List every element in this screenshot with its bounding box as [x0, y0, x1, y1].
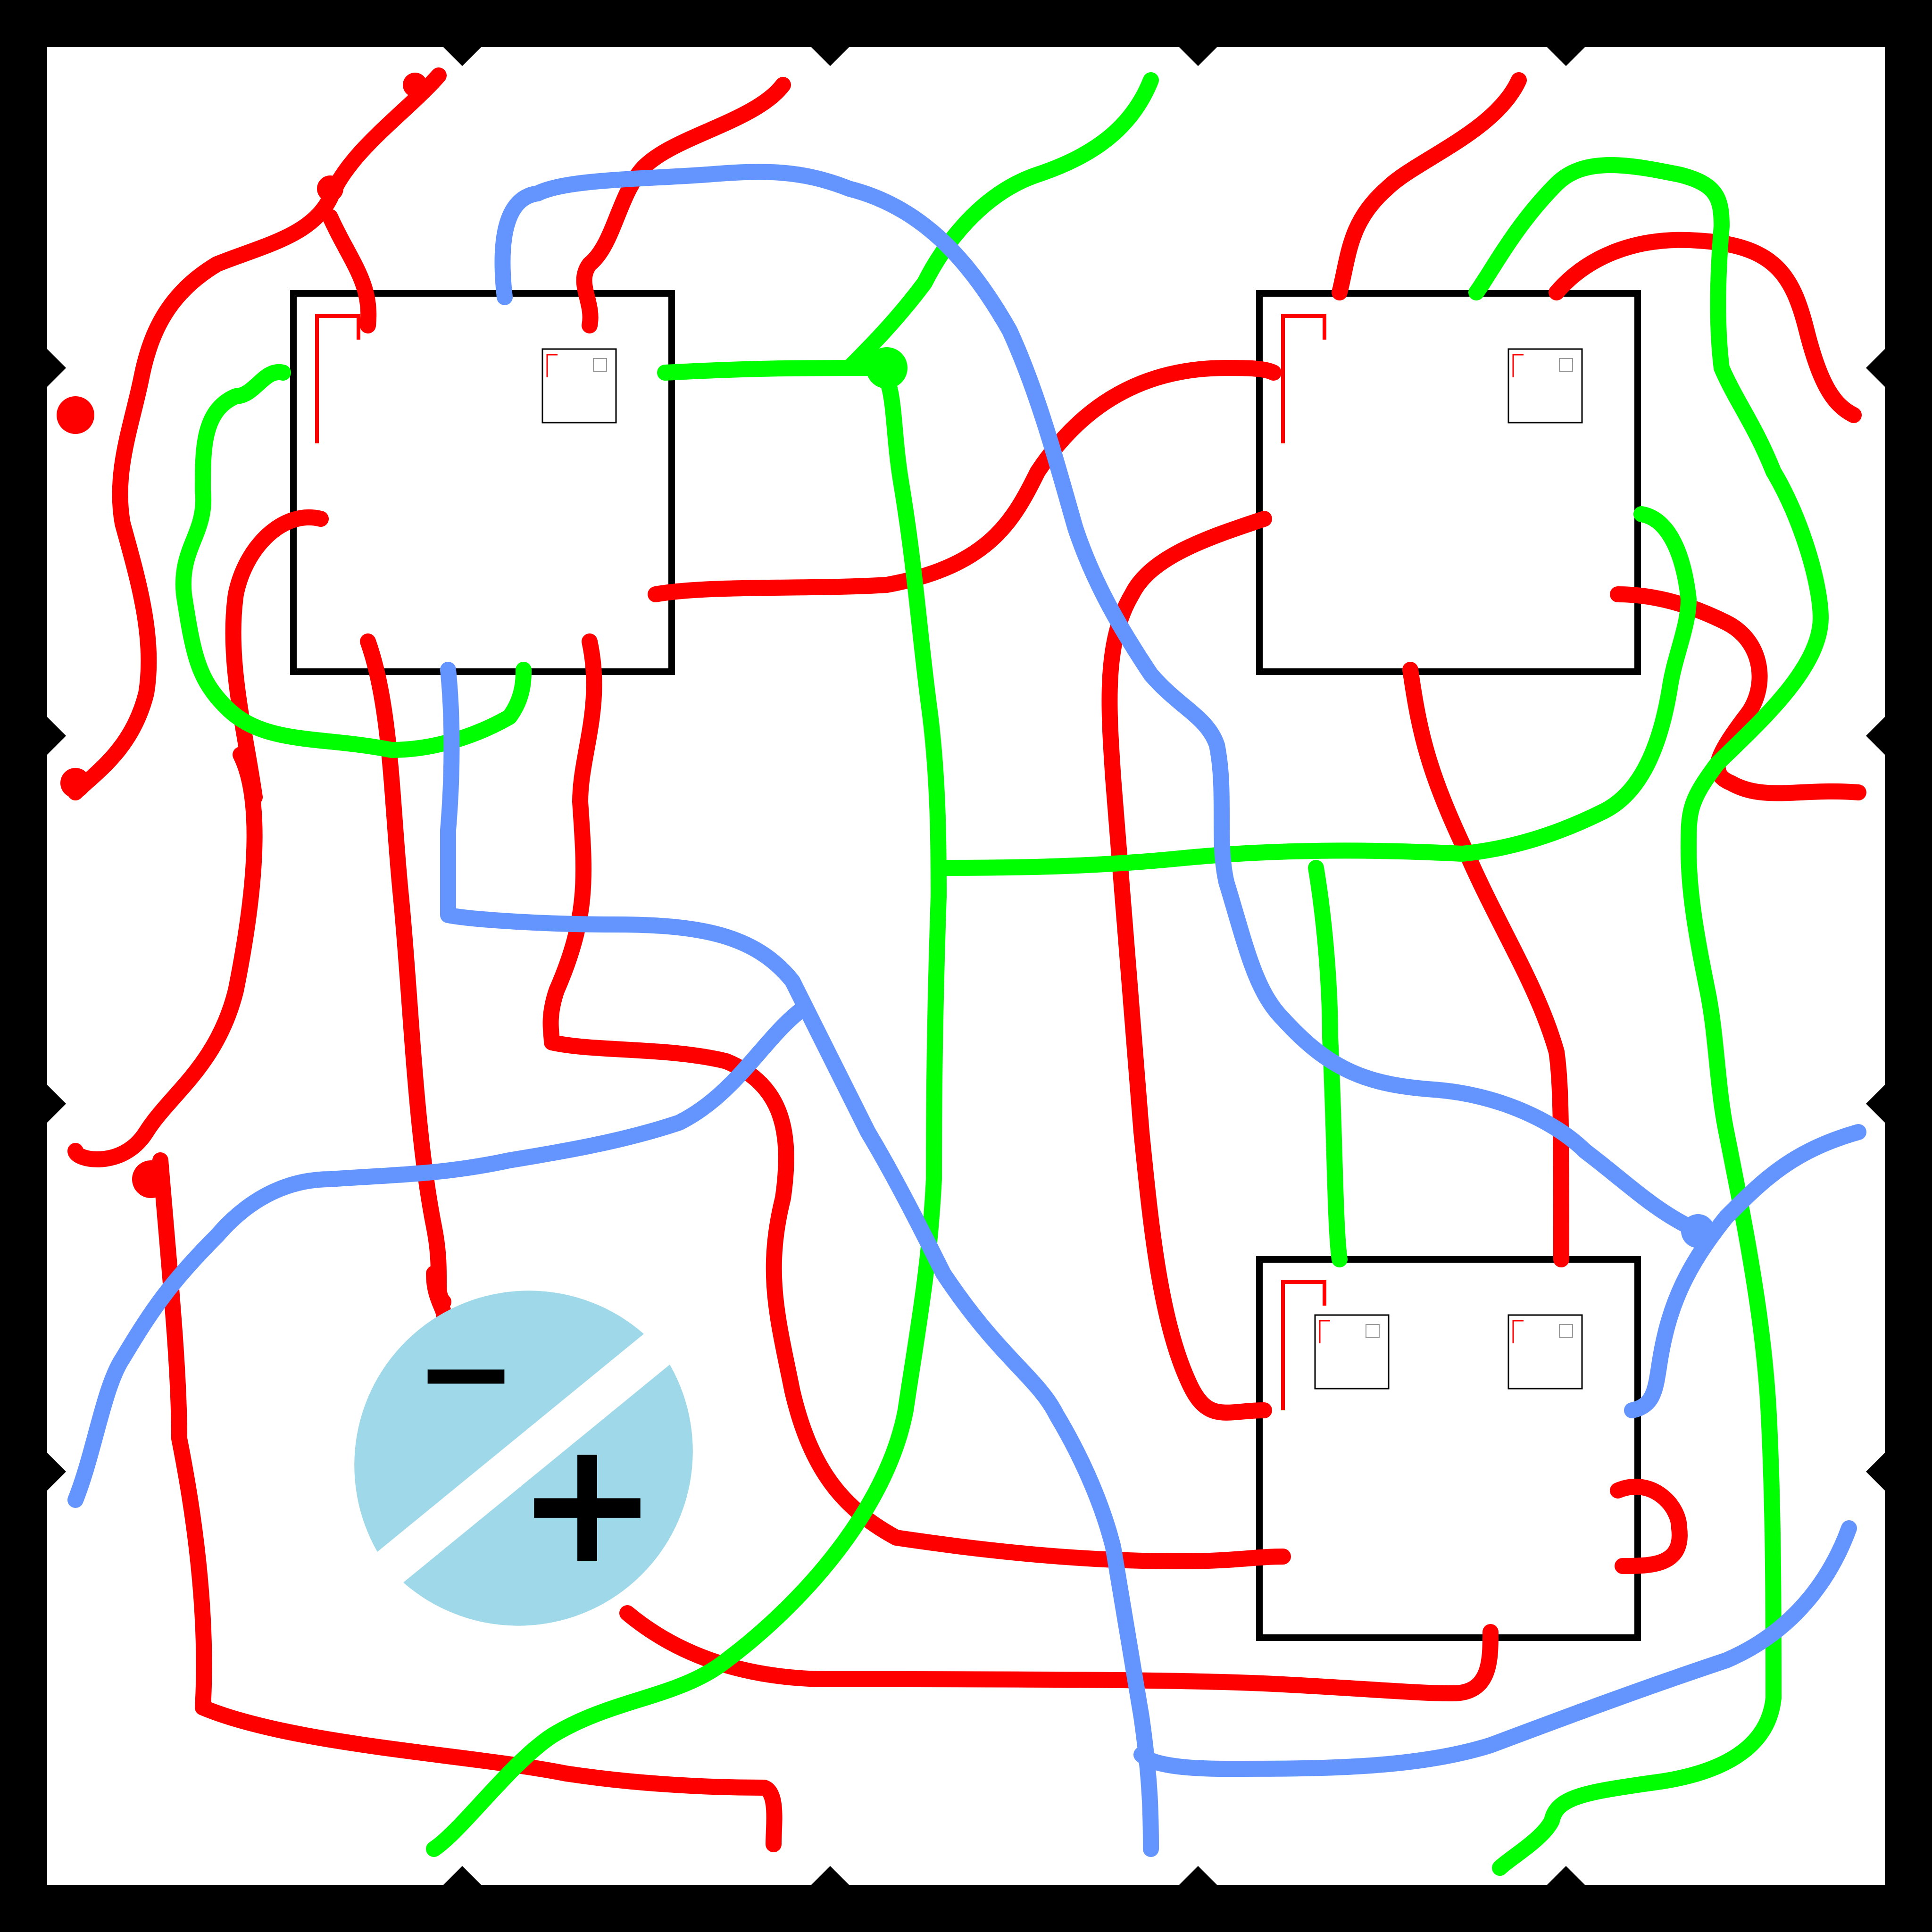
blue-wire[interactable]: [1133, 1520, 1857, 1777]
chip-corner-marker: [315, 314, 360, 443]
red-junction: [60, 768, 91, 798]
red-wire[interactable]: [1549, 232, 1862, 423]
red-junction: [317, 175, 343, 202]
red-wire[interactable]: [576, 77, 791, 333]
battery-positive-label: +: [516, 1404, 658, 1601]
red-wire[interactable]: [1610, 586, 1866, 801]
sub-module: [1507, 1314, 1583, 1390]
red-wire[interactable]: [67, 747, 263, 1167]
blue-junction: [1681, 1214, 1715, 1248]
chip-bottom-right[interactable]: [1256, 1256, 1641, 1641]
sub-module: [541, 348, 617, 424]
red-wire[interactable]: [619, 1605, 1499, 1701]
battery-negative-half: [354, 1291, 644, 1552]
green-wires: [175, 72, 1829, 1876]
red-wire[interactable]: [322, 209, 377, 333]
blue-wires: [67, 164, 1866, 1857]
green-junction: [866, 347, 908, 389]
chip-top-right[interactable]: [1256, 290, 1641, 675]
red-wire[interactable]: [152, 1152, 783, 1852]
green-wire[interactable]: [175, 364, 532, 758]
blue-wire[interactable]: [440, 662, 1159, 1857]
blue-wire[interactable]: [1624, 1124, 1866, 1418]
battery-negative-label: −: [415, 1302, 517, 1444]
red-wire[interactable]: [1332, 72, 1527, 300]
battery[interactable]: − +: [354, 1291, 693, 1626]
red-junction: [57, 396, 94, 434]
red-wire[interactable]: [225, 509, 329, 805]
red-wire[interactable]: [648, 360, 1282, 602]
green-wire[interactable]: [841, 72, 1159, 376]
red-wire[interactable]: [1402, 662, 1569, 1267]
chip-corner-marker: [1281, 314, 1326, 443]
red-wire[interactable]: [1610, 1479, 1688, 1574]
sub-module: [1314, 1314, 1390, 1390]
blue-wire[interactable]: [494, 164, 1697, 1234]
blue-wire[interactable]: [67, 1001, 810, 1508]
red-wires: [57, 67, 1866, 1852]
battery-positive-half: [403, 1365, 693, 1626]
chip-corner-marker: [1281, 1280, 1326, 1410]
red-junction: [403, 73, 427, 97]
green-wire[interactable]: [931, 506, 1697, 876]
chip-top-left[interactable]: [290, 290, 675, 675]
green-wire[interactable]: [1308, 860, 1348, 1267]
red-wire[interactable]: [1101, 511, 1272, 1421]
red-junction: [132, 1160, 170, 1198]
sub-module: [1507, 348, 1583, 424]
red-wire[interactable]: [542, 633, 1291, 1569]
green-wire[interactable]: [1468, 157, 1829, 1876]
green-wire[interactable]: [426, 360, 947, 1857]
